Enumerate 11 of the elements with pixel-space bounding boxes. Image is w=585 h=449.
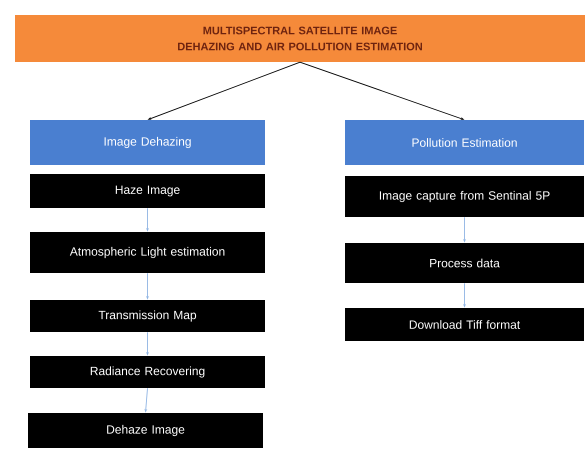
title-banner: MULTISPECTRAL SATELLITE IMAGE DEHAZING AND AIR POLLUTION ESTIMATION: [15, 15, 585, 62]
process-box: Dehaze Image: [28, 413, 263, 448]
section-header: Image Dehazing: [30, 120, 265, 165]
process-box: Haze Image: [30, 174, 265, 208]
process-box: Radiance Recovering: [30, 356, 265, 388]
process-box: Process data: [345, 243, 584, 283]
section-header: Pollution Estimation: [345, 120, 584, 165]
process-box: Download Tiff format: [345, 308, 584, 341]
process-box: Image capture from Sentinal 5P: [345, 176, 584, 217]
process-box: Transmission Map: [30, 300, 265, 332]
process-box: Atmospheric Light estimation: [30, 232, 265, 273]
